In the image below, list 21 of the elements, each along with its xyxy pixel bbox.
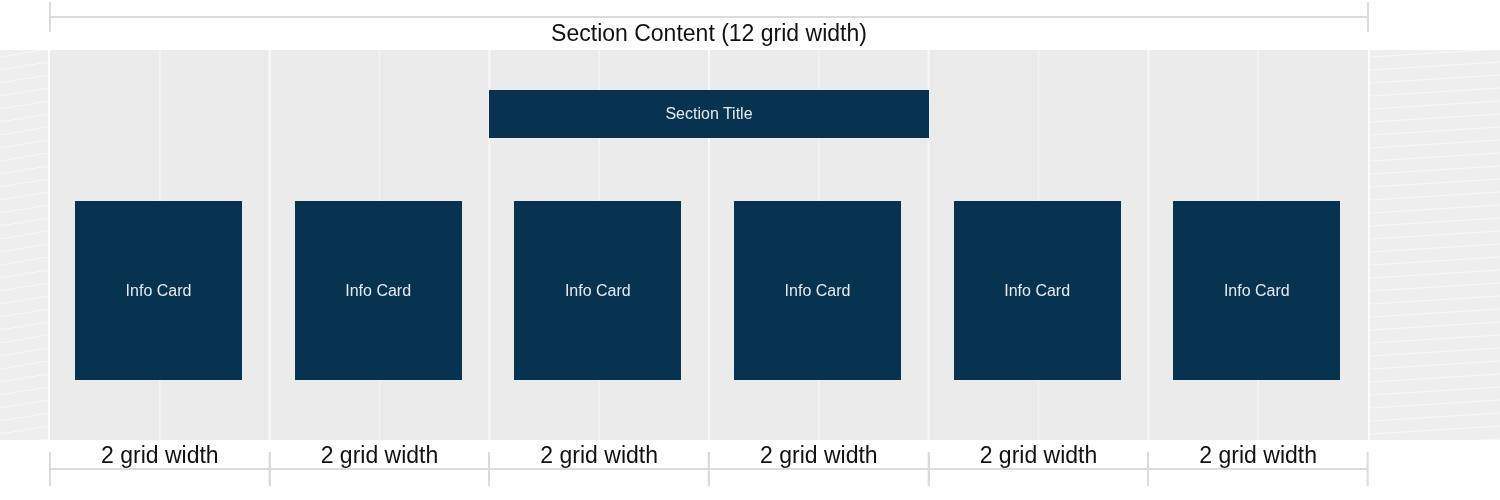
card-label: Info Card bbox=[1004, 280, 1071, 301]
dimension-label: 2 grid width bbox=[760, 441, 878, 469]
dimension-label: 2 grid width bbox=[101, 441, 219, 469]
dimension-label: 2 grid width bbox=[540, 441, 658, 469]
card-label: Info Card bbox=[1223, 280, 1290, 301]
card-label: Info Card bbox=[564, 280, 631, 301]
info-card bbox=[514, 201, 682, 380]
dimension-label: Section Content (12 grid width) bbox=[551, 19, 867, 47]
card-label: Info Card bbox=[784, 280, 851, 301]
info-card bbox=[75, 201, 242, 380]
info-card bbox=[734, 201, 901, 380]
info-card bbox=[953, 201, 1121, 380]
section-title-bar bbox=[489, 90, 929, 138]
dimension-label: 2 grid width bbox=[979, 441, 1098, 469]
card-label: Info Card bbox=[345, 280, 412, 301]
dimension-label: 2 grid width bbox=[1199, 441, 1317, 469]
card-label: Info Card bbox=[125, 280, 192, 301]
info-card bbox=[294, 201, 462, 380]
section-title: Section Title bbox=[665, 104, 753, 124]
info-card bbox=[1173, 201, 1341, 380]
dimension-label: 2 grid width bbox=[320, 441, 439, 469]
